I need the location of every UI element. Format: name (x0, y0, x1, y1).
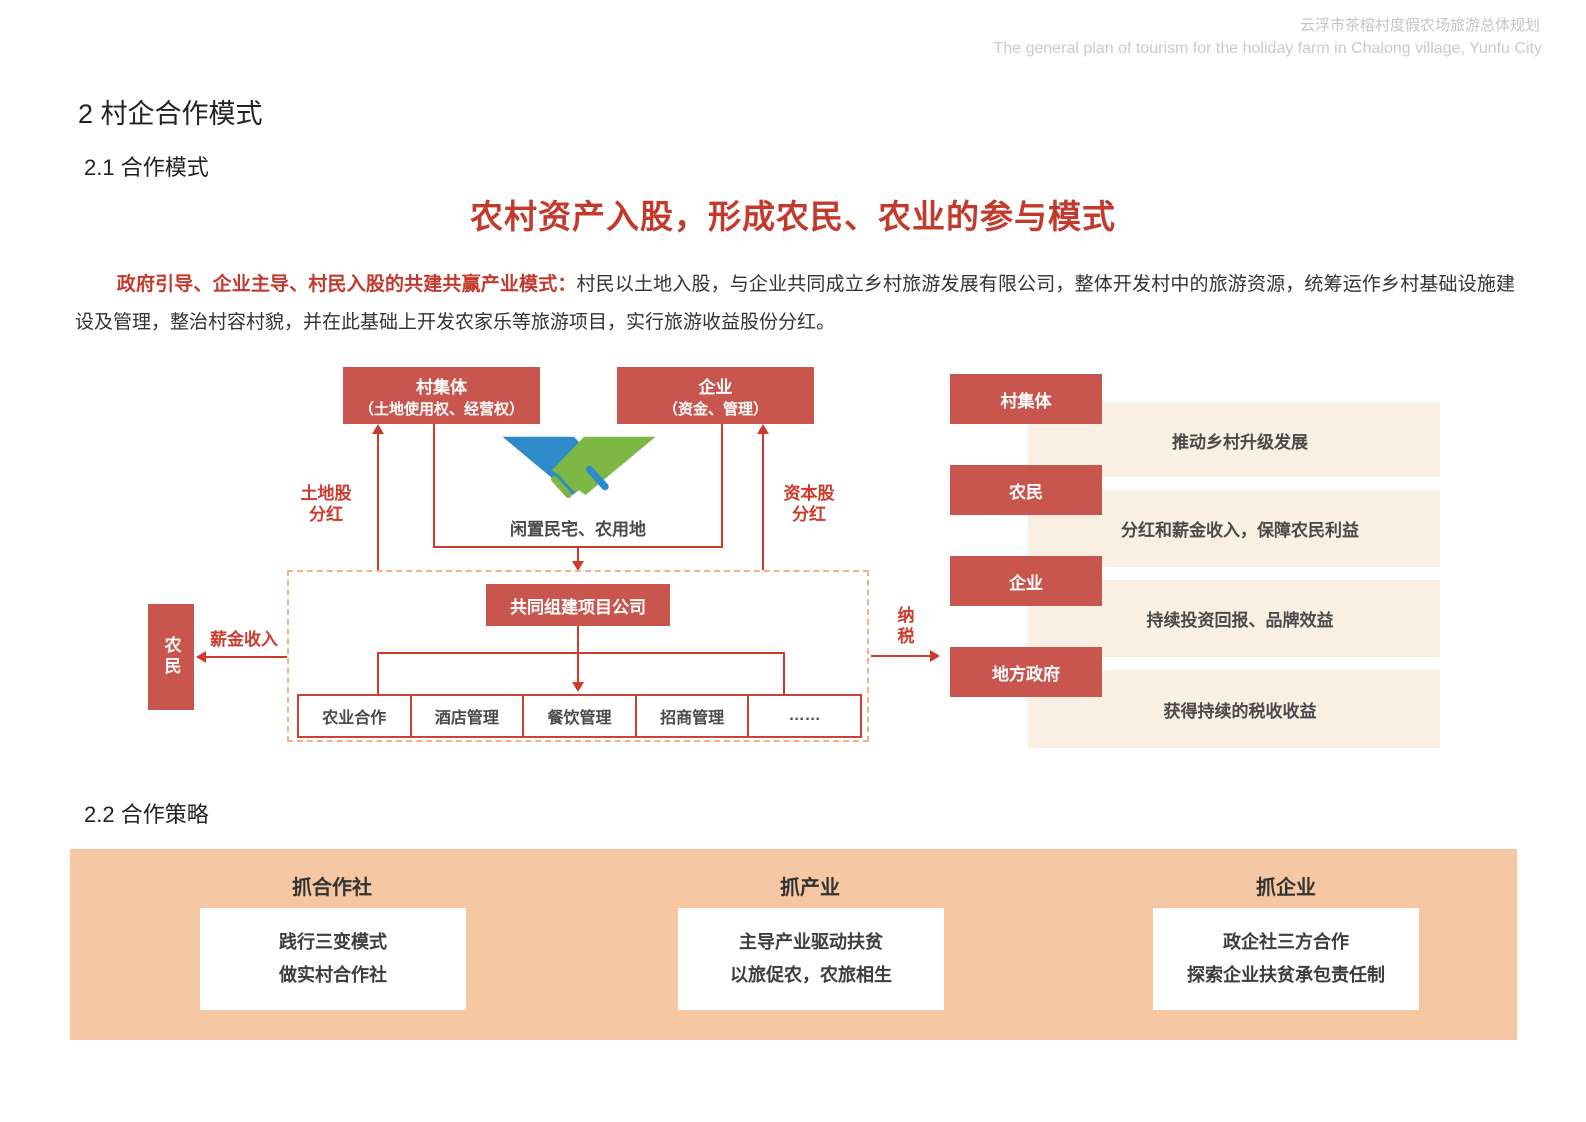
enterprise-label: 企业 (698, 377, 733, 397)
paragraph-body: 村民以土地入股，与企业共同成立乡村旅游发展有限公司，整体开发村中的旅游资源，统筹… (75, 274, 1515, 333)
role-box-government: 地方政府 (950, 647, 1102, 697)
village-collective-box: 村集体 （土地使用权、经营权） (343, 367, 540, 424)
connector-line (577, 626, 579, 684)
department-agriculture: 农业合作 (297, 694, 412, 738)
tax-label: 纳 税 (897, 606, 915, 646)
salary-label: 薪金收入 (210, 630, 278, 649)
benefit-enterprise: 持续投资回报、品牌效益 (1146, 611, 1334, 630)
handshake-icon (495, 428, 663, 519)
capital-dividend-label: 资本股 分红 (783, 484, 835, 524)
strategy-card-enterprise: 政企社三方合作 探索企业扶贫承包责任制 (1153, 908, 1419, 1010)
connector-line (577, 548, 579, 562)
strategy-title-enterprise: 抓企业 (1256, 877, 1316, 899)
arrow-up-icon (372, 424, 384, 434)
connector-line (377, 433, 379, 570)
connector-line (205, 656, 287, 658)
arrow-right-icon (930, 650, 940, 662)
department-row: 农业合作 酒店管理 餐饮管理 招商管理 …… (297, 694, 862, 738)
benefit-government: 获得持续的税收收益 (1163, 702, 1317, 721)
strategy-title-industry: 抓产业 (780, 877, 840, 899)
section-title: 2 村企合作模式 (78, 99, 263, 129)
project-company-box: 共同组建项目公司 (486, 584, 670, 626)
enterprise-sublabel: （资金、管理） (662, 400, 768, 418)
subsection-title-cooperation-strategy: 2.2 合作策略 (84, 802, 209, 827)
role-box-enterprise: 企业 (950, 556, 1102, 606)
subsection-title-cooperation-model: 2.1 合作模式 (84, 155, 209, 180)
department-investment: 招商管理 (634, 694, 750, 738)
village-collective-label: 村集体 (416, 377, 467, 397)
connector-line (377, 652, 379, 694)
strategy-card-industry: 主导产业驱动扶贫 以旅促农，农旅相生 (678, 908, 944, 1010)
arrow-down-icon (572, 561, 584, 571)
benefit-farmer: 分红和薪金收入，保障农民利益 (1121, 521, 1359, 540)
connector-line (377, 652, 785, 654)
page-headline: 农村资产入股，形成农民、农业的参与模式 (470, 198, 1116, 235)
intro-paragraph: 政府引导、企业主导、村民入股的共建共赢产业模式：村民以土地入股，与企业共同成立乡… (75, 266, 1515, 342)
strategy-title-cooperative: 抓合作社 (292, 877, 372, 899)
farmer-label: 农民 (161, 636, 181, 678)
role-box-village: 村集体 (950, 374, 1102, 424)
arrow-left-icon (196, 651, 206, 663)
project-company-area (287, 570, 869, 742)
arrow-down-icon (572, 682, 584, 692)
connector-line (762, 433, 764, 570)
strategy-card-cooperative: 践行三变模式 做实村合作社 (200, 908, 466, 1010)
connector-line (783, 652, 785, 694)
village-collective-sublabel: （土地使用权、经营权） (358, 400, 524, 418)
department-catering: 餐饮管理 (522, 694, 637, 738)
arrow-up-icon (757, 424, 769, 434)
paragraph-lead: 政府引导、企业主导、村民入股的共建共赢产业模式： (116, 274, 577, 295)
doc-title-zh: 云浮市茶榕村度假农场旅游总体规划 (1299, 17, 1540, 34)
joint-venture-bracket (433, 424, 723, 548)
panel-separator (1102, 477, 1440, 490)
land-dividend-label: 土地股 分红 (300, 484, 352, 524)
farmer-box: 农民 (148, 604, 194, 710)
doc-title-en: The general plan of tourism for the holi… (993, 40, 1542, 57)
panel-separator (1102, 567, 1440, 580)
connector-line (871, 655, 931, 657)
enterprise-box: 企业 （资金、管理） (617, 367, 814, 424)
department-more: …… (747, 694, 862, 738)
panel-separator (1102, 657, 1440, 670)
role-box-farmer: 农民 (950, 465, 1102, 515)
idle-assets-label: 闲置民宅、农用地 (510, 520, 646, 539)
benefit-village: 推动乡村升级发展 (1172, 433, 1308, 452)
department-hotel: 酒店管理 (409, 694, 525, 738)
